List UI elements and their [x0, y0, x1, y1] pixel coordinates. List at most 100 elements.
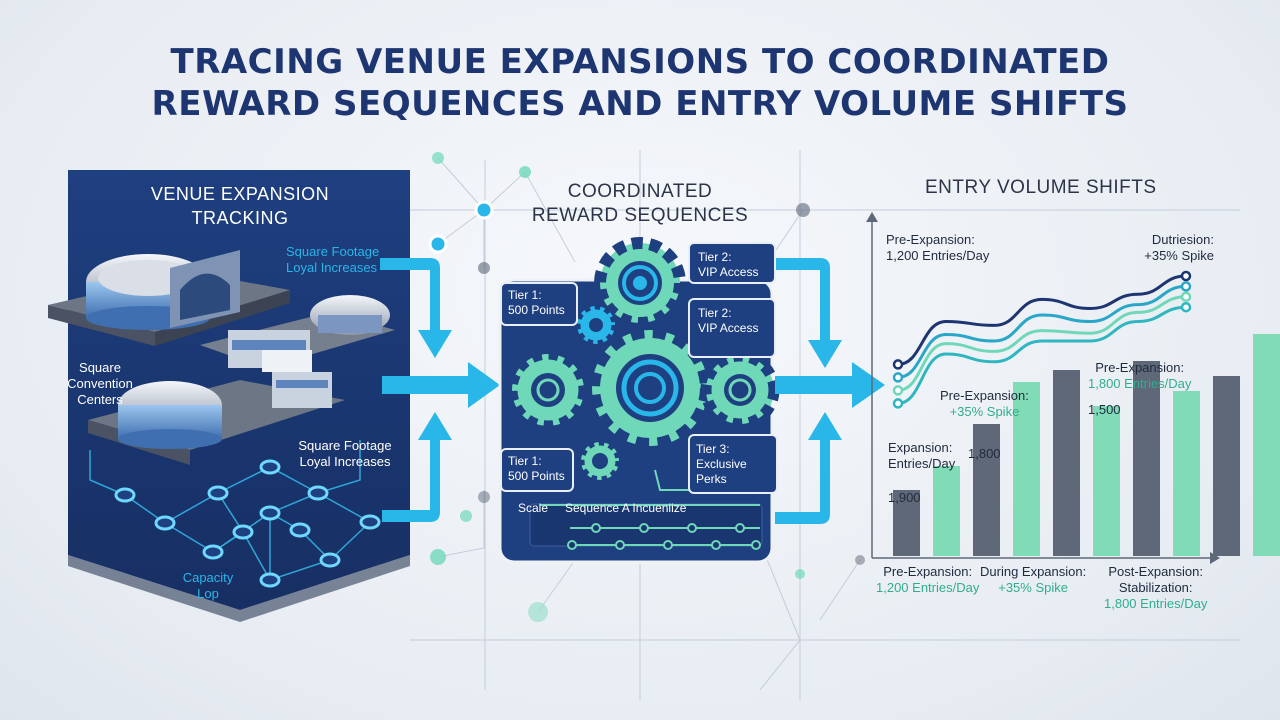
venue-panel-title-line1: VENUE EXPANSION	[150, 184, 330, 204]
chart-line-3-point-start	[892, 385, 904, 396]
reward-panel-title: COORDINATED REWARD SEQUENCES	[500, 180, 780, 228]
label-top-line2: Loyal Increases	[286, 260, 378, 275]
gear-top-icon	[594, 237, 686, 329]
gear-icons	[506, 237, 780, 484]
chart-line-4-point-end	[1180, 301, 1192, 313]
footer-sequence-label: Sequence A Incueniize	[565, 501, 687, 515]
reward-panel-title-line2: REWARD SEQUENCES	[531, 205, 749, 226]
label-bottom-line1: Capacity	[182, 570, 234, 585]
label-mid-line1: Square Footage	[298, 438, 392, 453]
label-bottom-line2: Lop	[197, 586, 219, 601]
tier-box-4: Tier 1: 500 Points	[500, 448, 574, 492]
ann-expansion-line2: Entries/Day	[888, 456, 956, 471]
x-label-post-line3: 1,800 Entries/Day	[1104, 596, 1208, 611]
chart-line-4-point-start	[892, 398, 904, 409]
chart-line-1-point-end	[1180, 270, 1192, 282]
tier-3-title: Tier 2:	[698, 306, 732, 320]
arena-building-icon	[88, 372, 345, 465]
chart-bar-dark-3	[1053, 370, 1080, 556]
ann-pre-mid: Pre-Expansion: 1,800 Entries/Day	[1088, 360, 1191, 392]
x-label-post-line1: Post-Expansion:	[1108, 564, 1203, 579]
ann-during-top: Dutriesion: +35% Spike	[1120, 232, 1214, 264]
x-label-pre: Pre-Expansion: 1,200 Entries/Day	[876, 564, 979, 596]
tier-box-2: Tier 2: VIP Access	[688, 242, 776, 284]
gear-right-icon	[700, 350, 780, 430]
chart-line-3	[897, 295, 1187, 392]
tier-4-value: 500 Points	[508, 469, 565, 483]
tier-box-3: Tier 2: VIP Access	[688, 298, 776, 358]
ann-expansion: Expansion: Entries/Day	[888, 440, 955, 472]
x-label-during-line2: +35% Spike	[998, 580, 1068, 595]
label-left-line3: Centers	[77, 392, 123, 407]
chart-bar-dark-5	[1213, 376, 1240, 556]
flow-arrows-right	[775, 258, 885, 524]
convention-center-icon	[200, 295, 395, 372]
ann-during-top-line2: +35% Spike	[1144, 248, 1214, 263]
x-label-during-line1: During Expansion:	[980, 564, 1087, 579]
chart-line-4	[897, 305, 1187, 405]
ann-expansion-line1: Expansion:	[888, 440, 953, 455]
venue-panel-title-line2: TRACKING	[191, 208, 289, 228]
label-left-line2: Convention	[67, 376, 133, 391]
label-mid-line2: Loyal Increases	[299, 454, 391, 469]
page-title-line2: REWARD SEQUENCES AND ENTRY VOLUME SHIFTS	[151, 84, 1129, 124]
ann-pre-top-line2: 1,200 Entries/Day	[886, 248, 990, 263]
chart-bar-green-1	[933, 466, 960, 556]
chart-bar-green-4	[1173, 391, 1200, 556]
chart-line-2	[897, 284, 1187, 379]
tier-box-1: Tier 1: 500 Points	[500, 282, 578, 326]
capacity-network-nodes	[114, 459, 381, 588]
value-label-1800: 1,800	[968, 446, 1001, 461]
venue-panel-title: VENUE EXPANSION TRACKING	[100, 182, 380, 230]
flow-arrows-left	[380, 258, 500, 522]
value-label-1900: 1,900	[888, 490, 921, 505]
ann-pre-spike: Pre-Expansion: +35% Spike	[940, 388, 1029, 420]
tier-5-title: Tier 3:	[696, 442, 730, 456]
gear-small-blue-icon	[573, 302, 619, 348]
footer-scale-label: Scale	[518, 501, 549, 515]
capacity-label: Capacity Lop	[168, 570, 248, 602]
sequence-circuit-nodes	[567, 523, 761, 550]
ann-during-top-line1: Dutriesion:	[1151, 232, 1214, 247]
gear-small-bottom-icon	[577, 438, 623, 484]
x-label-pre-line2: 1,200 Entries/Day	[876, 580, 980, 595]
value-label-1500: 1,500	[1088, 402, 1121, 417]
tier-box-5: Tier 3: Exclusive Perks	[688, 434, 778, 494]
gear-left-icon	[506, 348, 590, 432]
x-label-post-line2: Stabilization:	[1118, 580, 1193, 595]
chart-bar-green-5	[1253, 334, 1280, 556]
convention-centers-label: Square Convention Centers	[60, 360, 140, 408]
tier-4-title: Tier 1:	[508, 454, 542, 468]
tier-3-value: VIP Access	[698, 321, 759, 335]
ann-pre-mid-line1: Pre-Expansion:	[1095, 360, 1185, 375]
ann-pre-top-line1: Pre-Expansion:	[886, 232, 975, 247]
ann-pre-spike-line2: +35% Spike	[949, 404, 1020, 419]
network-nodes	[428, 152, 865, 622]
entry-volume-chart	[866, 212, 1280, 564]
chart-line-1-point-start	[892, 359, 904, 370]
chart-lines	[892, 270, 1192, 409]
page-title-line1: TRACING VENUE EXPANSIONS TO COORDINATED	[170, 42, 1110, 82]
square-footage-label-mid: Square Footage Loyal Increases	[290, 438, 400, 470]
stadium-building-icon	[48, 250, 290, 346]
chart-bar-dark-4	[1133, 361, 1160, 556]
tier-1-title: Tier 1:	[508, 288, 542, 302]
tier-5-value: Exclusive Perks	[696, 457, 747, 486]
label-top-line1: Square Footage	[286, 244, 380, 259]
chart-bar-green-3	[1093, 406, 1120, 556]
ann-pre-mid-line2: 1,800 Entries/Day	[1088, 376, 1192, 391]
chart-bars	[893, 334, 1280, 556]
chart-bar-green-2	[1013, 382, 1040, 556]
entry-volume-title: ENTRY VOLUME SHIFTS	[925, 177, 1157, 198]
label-left-line1: Square	[79, 360, 121, 375]
tier-1-value: 500 Points	[508, 303, 565, 317]
x-label-post: Post-Expansion: Stabilization: 1,800 Ent…	[1104, 564, 1207, 612]
x-label-pre-line1: Pre-Expansion:	[883, 564, 973, 579]
ann-pre-top: Pre-Expansion: 1,200 Entries/Day	[886, 232, 989, 264]
x-label-during: During Expansion: +35% Spike	[980, 564, 1086, 596]
ann-pre-spike-line1: Pre-Expansion:	[940, 388, 1029, 403]
chart-line-2-point-end	[1180, 281, 1192, 292]
tier-2-title: Tier 2:	[698, 250, 732, 264]
square-footage-label-top: Square Footage Loyal Increases	[286, 244, 396, 276]
tier-2-value: VIP Access	[698, 265, 759, 279]
